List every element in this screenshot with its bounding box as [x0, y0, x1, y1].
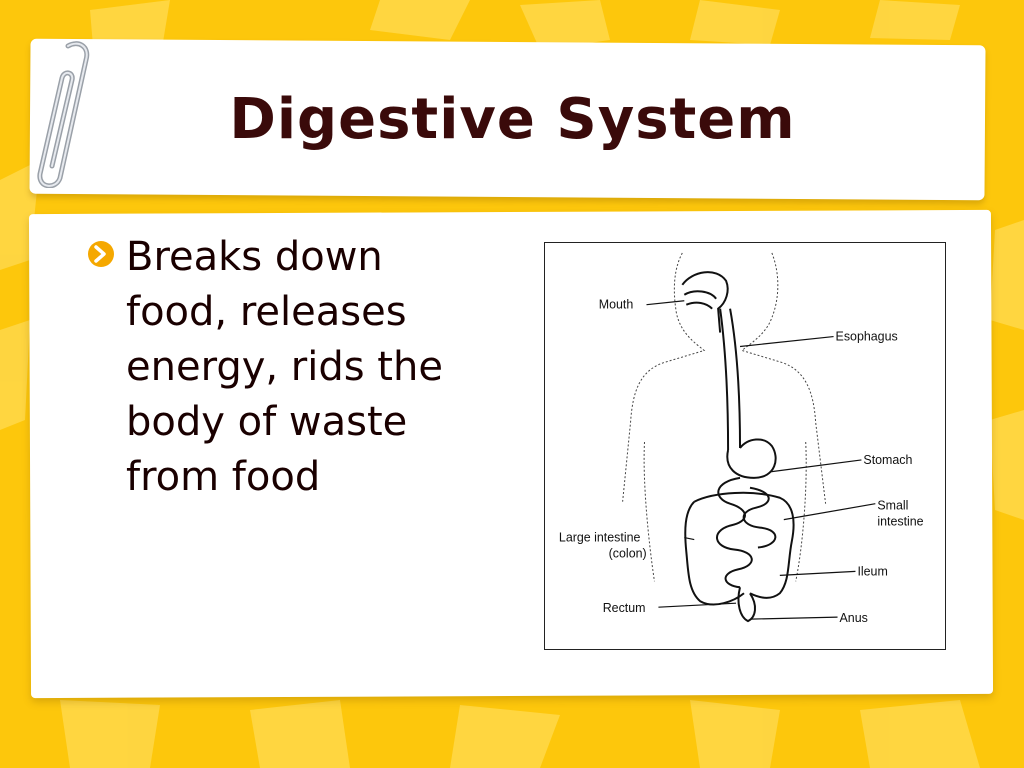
label-large-intestine-line1: Large intestine	[559, 531, 641, 545]
label-esophagus: Esophagus	[836, 330, 898, 344]
diagram-illustration: Mouth Esophagus Stomach Small intestine …	[559, 252, 924, 625]
label-large-intestine-line2: (colon)	[609, 546, 647, 560]
paperclip-icon	[37, 41, 90, 188]
slide-title: Digestive System	[229, 87, 796, 152]
label-rectum: Rectum	[603, 601, 646, 615]
label-small-intestine-line2: intestine	[877, 515, 923, 529]
bullet-text: Breaks down food, releases energy, rids …	[126, 234, 443, 500]
label-small-intestine-line1: Small	[877, 499, 908, 513]
digestive-system-diagram: Mouth Esophagus Stomach Small intestine …	[544, 242, 946, 650]
circled-arrow-right-icon	[88, 241, 114, 267]
label-ileum: Ileum	[857, 564, 887, 578]
label-stomach: Stomach	[863, 453, 912, 467]
label-anus: Anus	[840, 611, 868, 625]
label-mouth: Mouth	[599, 298, 634, 312]
